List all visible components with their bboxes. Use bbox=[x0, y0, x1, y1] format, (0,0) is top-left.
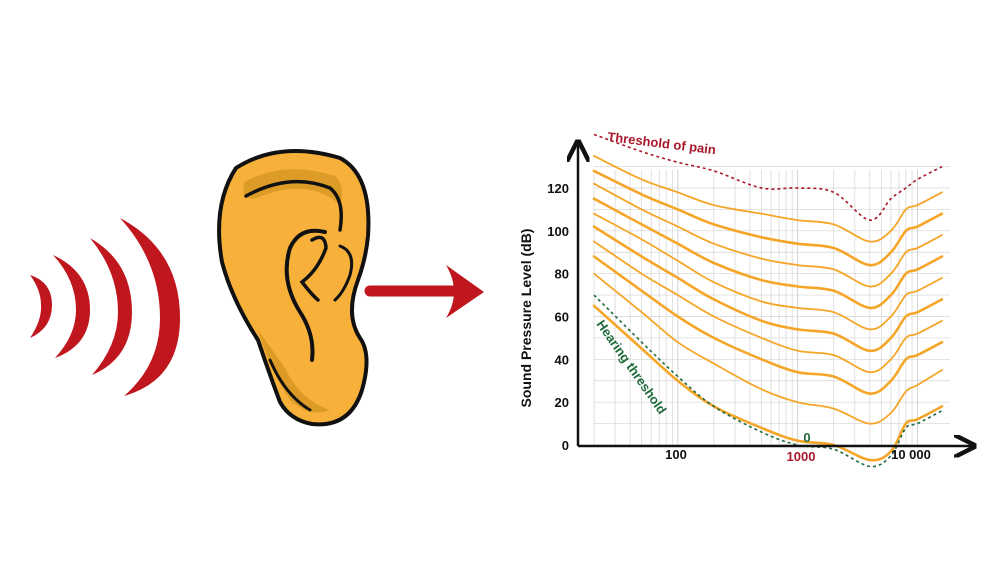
sound-waves-icon bbox=[30, 218, 180, 396]
sound-wave-3 bbox=[90, 238, 132, 375]
chart-axes bbox=[578, 144, 972, 446]
loudness-curve bbox=[593, 182, 943, 288]
chart-grid bbox=[593, 166, 950, 446]
y-tick-label: 100 bbox=[547, 224, 569, 239]
y-tick-label: 20 bbox=[555, 395, 569, 410]
threshold-lines bbox=[593, 133, 943, 468]
hearing-zero-label: 0 bbox=[803, 430, 810, 445]
arrow-right-icon bbox=[364, 265, 484, 318]
x-tick-label-10000: 10 000 bbox=[891, 447, 931, 462]
sound-wave-1 bbox=[30, 275, 52, 338]
y-axis-title: Sound Pressure Level (dB) bbox=[518, 229, 534, 408]
loudness-curve bbox=[593, 212, 943, 331]
loudness-curve bbox=[592, 225, 944, 353]
loudness-curves bbox=[592, 155, 944, 462]
loudness-curve bbox=[592, 304, 944, 462]
equal-loudness-chart: 0 20 40 60 80 100 120 100 1000 10 000 Sound Pr… bbox=[518, 129, 972, 468]
threshold-of-pain-line bbox=[593, 133, 943, 221]
threshold-of-pain-label: Threshold of pain bbox=[607, 129, 717, 157]
loudness-curve bbox=[592, 197, 944, 310]
y-tick-label: 40 bbox=[555, 352, 569, 367]
y-tick-label: 60 bbox=[555, 310, 569, 325]
loudness-curve bbox=[593, 240, 943, 374]
loudness-curve bbox=[593, 272, 943, 425]
y-tick-labels: 0 20 40 60 80 100 120 bbox=[547, 181, 569, 453]
x-tick-label-1000: 1000 bbox=[787, 449, 816, 464]
x-tick-labels: 100 1000 10 000 bbox=[665, 447, 931, 464]
sound-wave-4 bbox=[120, 218, 180, 396]
x-tick-label-100: 100 bbox=[665, 447, 687, 462]
y-tick-label: 120 bbox=[547, 181, 569, 196]
sound-wave-2 bbox=[53, 255, 90, 358]
ear-icon bbox=[217, 148, 371, 427]
loudness-curve bbox=[592, 169, 944, 267]
y-tick-label: 80 bbox=[555, 267, 569, 282]
loudness-curve bbox=[592, 255, 944, 395]
loudness-curve bbox=[593, 155, 943, 243]
y-tick-label: 0 bbox=[562, 438, 569, 453]
